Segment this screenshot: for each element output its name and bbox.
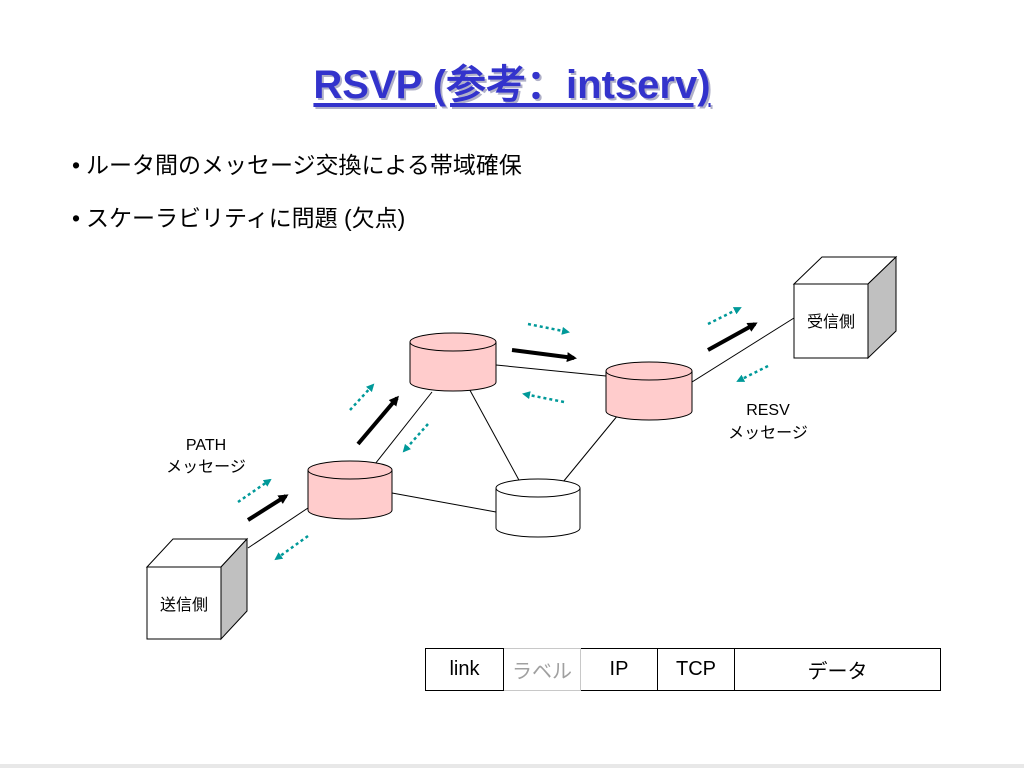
bullet-item: •スケーラビリティに問題 (欠点) bbox=[72, 199, 522, 233]
resv-label-line2: メッセージ bbox=[728, 425, 808, 442]
path-message-arrows bbox=[237, 306, 742, 504]
resv-arrow-3 bbox=[402, 423, 429, 453]
sender-box: 送信側 bbox=[145, 537, 249, 641]
field-label: ラベル bbox=[503, 648, 581, 691]
path-label-line2: メッセージ bbox=[166, 459, 246, 476]
link-r1-r2 bbox=[374, 391, 433, 465]
slide-title: RSVP (参考：intserv) bbox=[313, 63, 711, 107]
data-arrow-3 bbox=[511, 348, 577, 363]
path-arrow-3 bbox=[527, 322, 570, 335]
data-arrow-1 bbox=[246, 494, 289, 522]
bullet-list: •ルータ間のメッセージ交換による帯域確保 •スケーラビリティに問題 (欠点) bbox=[72, 146, 522, 252]
receiver-box: 受信側 bbox=[792, 255, 898, 360]
bullet-text: スケーラビリティに問題 (欠点) bbox=[86, 205, 406, 231]
sender-label: 送信側 bbox=[160, 596, 208, 614]
field-tcp: TCP bbox=[657, 648, 735, 691]
field-data: データ bbox=[734, 648, 941, 691]
path-label-line1: PATH bbox=[186, 437, 226, 454]
path-arrow-4 bbox=[707, 306, 742, 326]
resv-arrow-2 bbox=[522, 391, 565, 404]
link-r2-r3 bbox=[495, 364, 607, 377]
data-arrow-2 bbox=[356, 395, 399, 446]
packet-format-table: link ラベル IP TCP データ bbox=[425, 648, 941, 691]
packet-format-row: link ラベル IP TCP データ bbox=[425, 648, 941, 691]
bullet-text: ルータ間のメッセージ交換による帯域確保 bbox=[86, 152, 522, 178]
resv-label-line1: RESV bbox=[746, 402, 790, 419]
bullet-dot-icon: • bbox=[72, 205, 81, 231]
bullet-dot-icon: • bbox=[72, 152, 81, 178]
router-r3 bbox=[605, 361, 693, 421]
path-arrow-2 bbox=[349, 383, 375, 411]
field-link: link bbox=[425, 648, 504, 691]
resv-message-arrows bbox=[274, 364, 769, 561]
data-flow-arrows bbox=[246, 322, 758, 522]
resv-arrow-1 bbox=[736, 364, 769, 383]
slide-bottom-divider bbox=[0, 764, 1024, 768]
router-r4 bbox=[495, 478, 581, 538]
path-arrow-1 bbox=[237, 478, 272, 504]
receiver-label: 受信側 bbox=[807, 313, 855, 331]
router-r2 bbox=[409, 332, 497, 392]
link-sender-r1 bbox=[247, 507, 309, 549]
data-arrow-4 bbox=[707, 322, 758, 352]
resv-arrow-4 bbox=[274, 534, 309, 561]
field-ip: IP bbox=[580, 648, 658, 691]
link-r3-receiver bbox=[691, 317, 795, 383]
bullet-item: •ルータ間のメッセージ交換による帯域確保 bbox=[72, 146, 522, 180]
router-r1 bbox=[307, 460, 393, 520]
link-r1-r4 bbox=[391, 492, 497, 513]
